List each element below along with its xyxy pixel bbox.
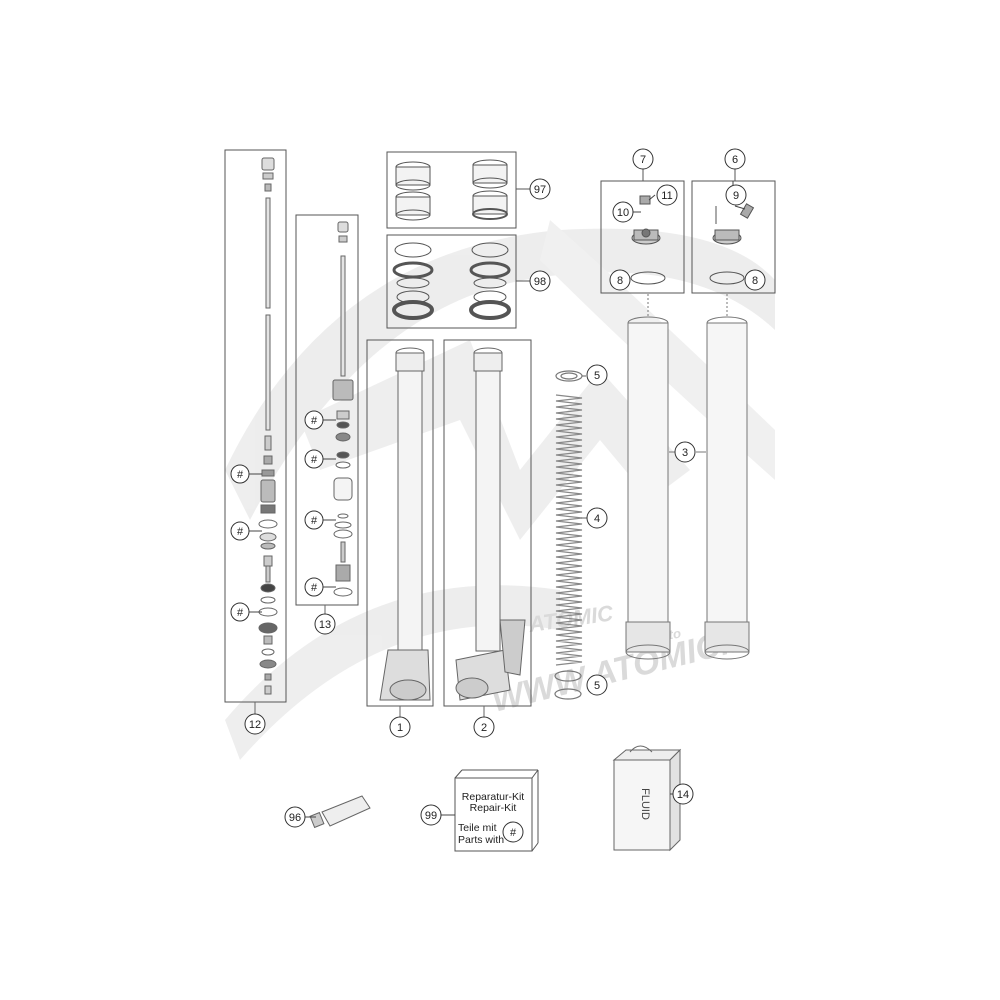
repair-kit-line-4: Parts with xyxy=(458,834,504,846)
group-2-outer-tube-right xyxy=(443,339,532,718)
svg-text:7: 7 xyxy=(640,154,646,166)
callout-8-right: 8 xyxy=(744,269,766,291)
callouts: 1 2 3 4 5 5 6 7 8 8 9 10 11 12 13 14 96 … xyxy=(230,148,766,843)
svg-text:#: # xyxy=(237,469,244,481)
hash-callout-12c: # xyxy=(230,602,250,622)
callout-97: 97 xyxy=(529,178,551,200)
svg-text:#: # xyxy=(311,454,318,466)
hash-callout-13a: # xyxy=(304,410,324,430)
hash-callout-13b: # xyxy=(304,449,324,469)
svg-text:5: 5 xyxy=(594,370,600,382)
callout-4: 4 xyxy=(586,507,608,529)
svg-text:97: 97 xyxy=(534,184,546,196)
callout-99: 99 xyxy=(420,804,442,826)
group-13-valve xyxy=(295,214,359,614)
callout-5-top: 5 xyxy=(586,364,608,386)
group-1-outer-tube-left xyxy=(366,339,434,718)
group-97-bushings xyxy=(386,151,530,229)
callout-5-bottom: 5 xyxy=(586,674,608,696)
hash-callout-12b: # xyxy=(230,521,250,541)
hash-callout-12a: # xyxy=(230,464,250,484)
hash-callout-13d: # xyxy=(304,577,324,597)
svg-text:10: 10 xyxy=(617,207,629,219)
svg-text:13: 13 xyxy=(319,619,331,631)
callout-9: 9 xyxy=(725,184,747,206)
svg-text:14: 14 xyxy=(677,789,689,801)
callout-11: 11 xyxy=(656,184,678,206)
callout-10: 10 xyxy=(612,201,634,223)
svg-text:96: 96 xyxy=(289,812,301,824)
group-12-cartridge xyxy=(224,149,287,714)
svg-text:5: 5 xyxy=(594,680,600,692)
callout-2: 2 xyxy=(473,716,495,738)
grease-tube xyxy=(309,795,371,829)
svg-text:#: # xyxy=(311,582,318,594)
callout-13: 13 xyxy=(314,613,336,635)
callout-12: 12 xyxy=(244,713,266,735)
svg-text:8: 8 xyxy=(752,275,758,287)
svg-text:#: # xyxy=(311,415,318,427)
callout-8-left: 8 xyxy=(609,269,631,291)
group-98-seals xyxy=(386,234,530,329)
svg-text:#: # xyxy=(311,515,318,527)
svg-text:99: 99 xyxy=(425,810,437,822)
repair-kit-label: Reparatur-Kit Repair-Kit Teile mit Parts… xyxy=(458,791,524,846)
callout-96: 96 xyxy=(284,806,306,828)
svg-text:#: # xyxy=(237,607,244,619)
callout-3: 3 xyxy=(674,441,696,463)
svg-text:3: 3 xyxy=(682,447,688,459)
repair-kit-line-3: Teile mit xyxy=(458,822,497,834)
repair-kit-line-1: Reparatur-Kit xyxy=(462,791,525,803)
svg-text:9: 9 xyxy=(733,190,739,202)
svg-text:11: 11 xyxy=(661,190,672,202)
svg-text:#: # xyxy=(237,526,244,538)
callout-1: 1 xyxy=(389,716,411,738)
repair-kit-line-2: Repair-Kit xyxy=(470,802,517,814)
svg-text:2: 2 xyxy=(481,722,487,734)
callout-98: 98 xyxy=(529,270,551,292)
callout-14: 14 xyxy=(672,783,694,805)
svg-text:1: 1 xyxy=(397,722,403,734)
svg-text:4: 4 xyxy=(594,513,600,525)
callout-7: 7 xyxy=(632,148,654,170)
svg-text:98: 98 xyxy=(534,276,546,288)
fork-caps xyxy=(600,169,776,294)
svg-text:6: 6 xyxy=(732,154,738,166)
hash-callout-13c: # xyxy=(304,510,324,530)
fluid-label: FLUID xyxy=(639,788,651,820)
svg-text:12: 12 xyxy=(249,719,261,731)
svg-text:#: # xyxy=(510,827,517,839)
hash-callout-kit: # xyxy=(502,821,524,843)
leader-lines xyxy=(249,181,746,818)
svg-text:8: 8 xyxy=(617,275,623,287)
spring-assembly xyxy=(554,370,590,700)
inner-tubes xyxy=(625,294,750,660)
callout-6: 6 xyxy=(724,148,746,170)
